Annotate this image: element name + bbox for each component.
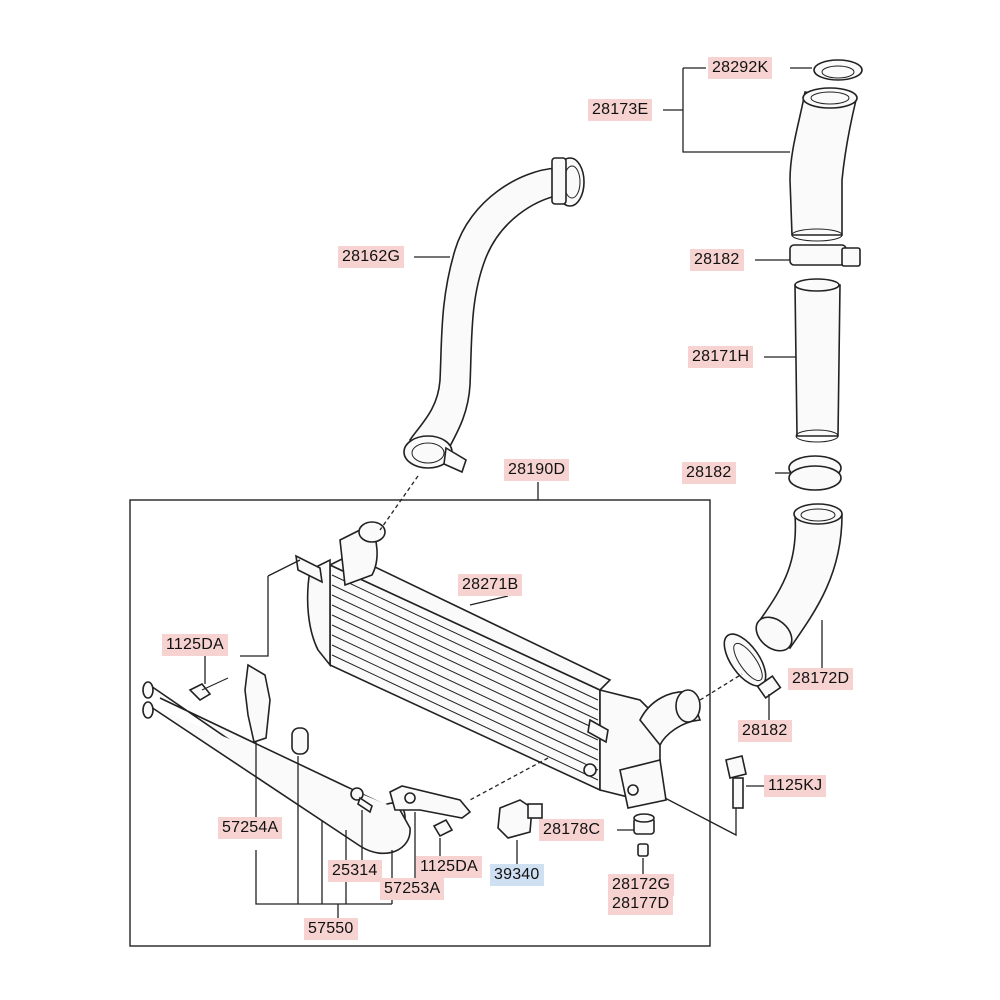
grommet bbox=[291, 727, 309, 755]
label-28172G[interactable]: 28172G bbox=[608, 874, 675, 896]
hose-28162G bbox=[403, 157, 585, 474]
label-28182-top[interactable]: 28182 bbox=[690, 249, 744, 271]
label-57254A[interactable]: 57254A bbox=[218, 817, 283, 839]
label-25314[interactable]: 25314 bbox=[328, 860, 382, 882]
label-28182-middle[interactable]: 28182 bbox=[682, 462, 736, 484]
bolt-1125DA-left bbox=[188, 677, 229, 702]
label-28292K[interactable]: 28292K bbox=[708, 57, 773, 79]
label-28172D[interactable]: 28172D bbox=[788, 668, 854, 690]
label-28162G[interactable]: 28162G bbox=[338, 246, 405, 268]
hose-28172D bbox=[755, 503, 843, 652]
hose-28173E bbox=[789, 59, 863, 242]
label-28171H[interactable]: 28171H bbox=[688, 346, 754, 368]
label-28190D[interactable]: 28190D bbox=[504, 459, 570, 481]
label-57550[interactable]: 57550 bbox=[304, 918, 358, 940]
label-28178C[interactable]: 28178C bbox=[539, 819, 605, 841]
intercooler-core-28271B bbox=[294, 521, 702, 809]
bracket-57253A bbox=[389, 785, 472, 819]
bolt-25314 bbox=[350, 787, 373, 814]
sensor-39340 bbox=[497, 799, 543, 839]
label-1125KJ[interactable]: 1125KJ bbox=[764, 775, 827, 797]
label-28182-lower[interactable]: 28182 bbox=[738, 720, 792, 742]
label-1125DA-lower[interactable]: 1125DA bbox=[416, 856, 482, 878]
label-28271B[interactable]: 28271B bbox=[458, 574, 523, 596]
bolt-1125KJ bbox=[725, 755, 747, 809]
label-39340[interactable]: 39340 bbox=[490, 864, 544, 886]
pipe-28171H bbox=[794, 278, 841, 443]
bracket-57254A bbox=[244, 663, 271, 744]
part-28178C bbox=[633, 813, 655, 835]
assembly-frame bbox=[129, 499, 711, 947]
clamp-28182-middle bbox=[788, 455, 842, 491]
bolt-1125DA-lower bbox=[432, 818, 454, 838]
part-28172G bbox=[637, 843, 649, 857]
leader-lines bbox=[204, 67, 823, 918]
clamp-28182-top bbox=[789, 244, 861, 267]
label-1125DA-left[interactable]: 1125DA bbox=[162, 634, 228, 656]
label-28173E[interactable]: 28173E bbox=[588, 99, 653, 121]
clamp-28182-lower bbox=[723, 633, 782, 700]
label-57253A[interactable]: 57253A bbox=[380, 878, 445, 900]
label-28177D[interactable]: 28177D bbox=[608, 893, 674, 915]
